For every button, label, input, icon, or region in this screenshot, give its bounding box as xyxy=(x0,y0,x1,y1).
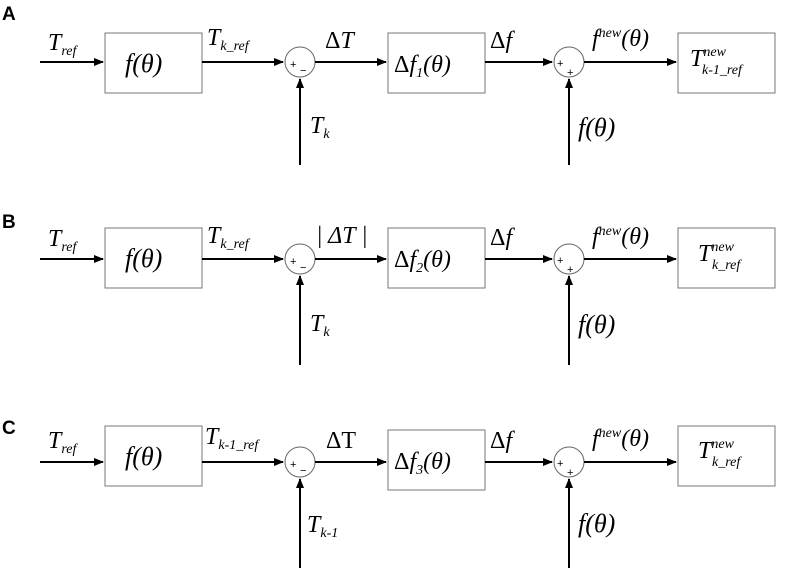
block-output xyxy=(677,32,776,94)
signal2-label: Δf xyxy=(490,225,515,251)
input-label: Tref xyxy=(48,30,79,59)
sum2-sign-left: + xyxy=(557,458,563,470)
panel-a: A Tref f(θ) Tk_ref + − ΔT Tk xyxy=(2,4,776,165)
block-output xyxy=(677,425,776,487)
error-label: ΔT xyxy=(326,428,356,454)
panel-label: B xyxy=(2,212,16,233)
block-f-theta xyxy=(104,227,203,289)
sum2-sign-bottom: + xyxy=(567,67,573,79)
input-label: Tref xyxy=(48,226,79,255)
signal1-label: Tk_ref xyxy=(207,25,251,54)
panel-b: B Tref f(θ) Tk_ref + − | ΔT | Tk Δf2(θ) … xyxy=(2,212,776,365)
block-delta-f-label: Δf3(θ) xyxy=(394,449,451,478)
output-signal-label: fnew(θ) xyxy=(592,26,649,52)
block-output xyxy=(677,227,776,289)
block-f-theta xyxy=(104,425,203,487)
block-f-theta-label: f(θ) xyxy=(125,49,162,78)
feedback-label: Tk xyxy=(310,311,330,340)
sum1-sign-left: + xyxy=(290,256,296,268)
block-f-theta-label: f(θ) xyxy=(125,442,162,471)
sum-input-label: f(θ) xyxy=(578,113,615,142)
sum2-sign-bottom: + xyxy=(567,467,573,479)
error-label: ΔT xyxy=(325,28,355,54)
feedback-label: Tk xyxy=(310,113,330,142)
sum-input-label: f(θ) xyxy=(578,509,615,538)
sum1-sign-left: + xyxy=(290,459,296,471)
sum1-sign-bottom: − xyxy=(300,65,306,77)
sum1-sign-bottom: − xyxy=(300,262,306,274)
block-delta-f-label: Δf1(θ) xyxy=(394,52,451,81)
signal1-label: Tk-1_ref xyxy=(205,424,260,453)
sum2-sign-left: + xyxy=(557,58,563,70)
sum2-sign-bottom: + xyxy=(567,264,573,276)
sum-input-label: f(θ) xyxy=(578,310,615,339)
block-delta-f xyxy=(387,32,486,94)
sum1-sign-left: + xyxy=(290,59,296,71)
signal2-label: Δf xyxy=(490,28,515,54)
sum1-sign-bottom: − xyxy=(300,465,306,477)
block-delta-f xyxy=(387,429,486,491)
block-delta-f-label: Δf2(θ) xyxy=(394,247,451,276)
panel-c: C Tref f(θ) Tk-1_ref + − ΔT Tk-1 Δf3(θ) … xyxy=(2,418,776,568)
error-label: | ΔT | xyxy=(316,223,368,249)
panel-label: A xyxy=(2,4,16,25)
output-signal-label: fnew(θ) xyxy=(592,224,649,250)
signal1-label: Tk_ref xyxy=(207,223,251,252)
sum2-sign-left: + xyxy=(557,255,563,267)
feedback-label: Tk-1 xyxy=(307,512,338,541)
input-label: Tref xyxy=(48,428,79,457)
block-f-theta-label: f(θ) xyxy=(125,244,162,273)
output-signal-label: fnew(θ) xyxy=(592,426,649,452)
signal2-label: Δf xyxy=(490,428,515,454)
panel-label: C xyxy=(2,418,16,439)
